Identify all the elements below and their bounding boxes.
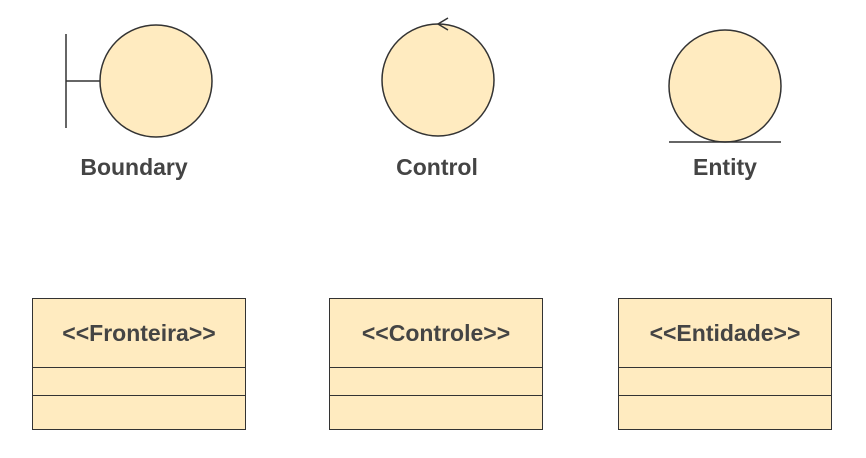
operations-section [619, 396, 831, 424]
class-name-fronteira: <<Fronteira>> [33, 299, 245, 368]
boundary-icon [65, 24, 213, 138]
class-name-entidade: <<Entidade>> [619, 299, 831, 368]
control-label: Control [396, 154, 478, 180]
entity-label: Entity [693, 154, 757, 180]
boundary-label: Boundary [80, 154, 188, 180]
attributes-section [330, 368, 542, 396]
class-box-fronteira: <<Fronteira>> [32, 298, 246, 430]
control-icon [381, 17, 495, 137]
class-box-controle: <<Controle>> [329, 298, 543, 430]
entity-icon [668, 29, 782, 143]
class-box-entidade: <<Entidade>> [618, 298, 832, 430]
operations-section [33, 396, 245, 424]
attributes-section [33, 368, 245, 396]
class-name-controle: <<Controle>> [330, 299, 542, 368]
operations-section [330, 396, 542, 424]
attributes-section [619, 368, 831, 396]
